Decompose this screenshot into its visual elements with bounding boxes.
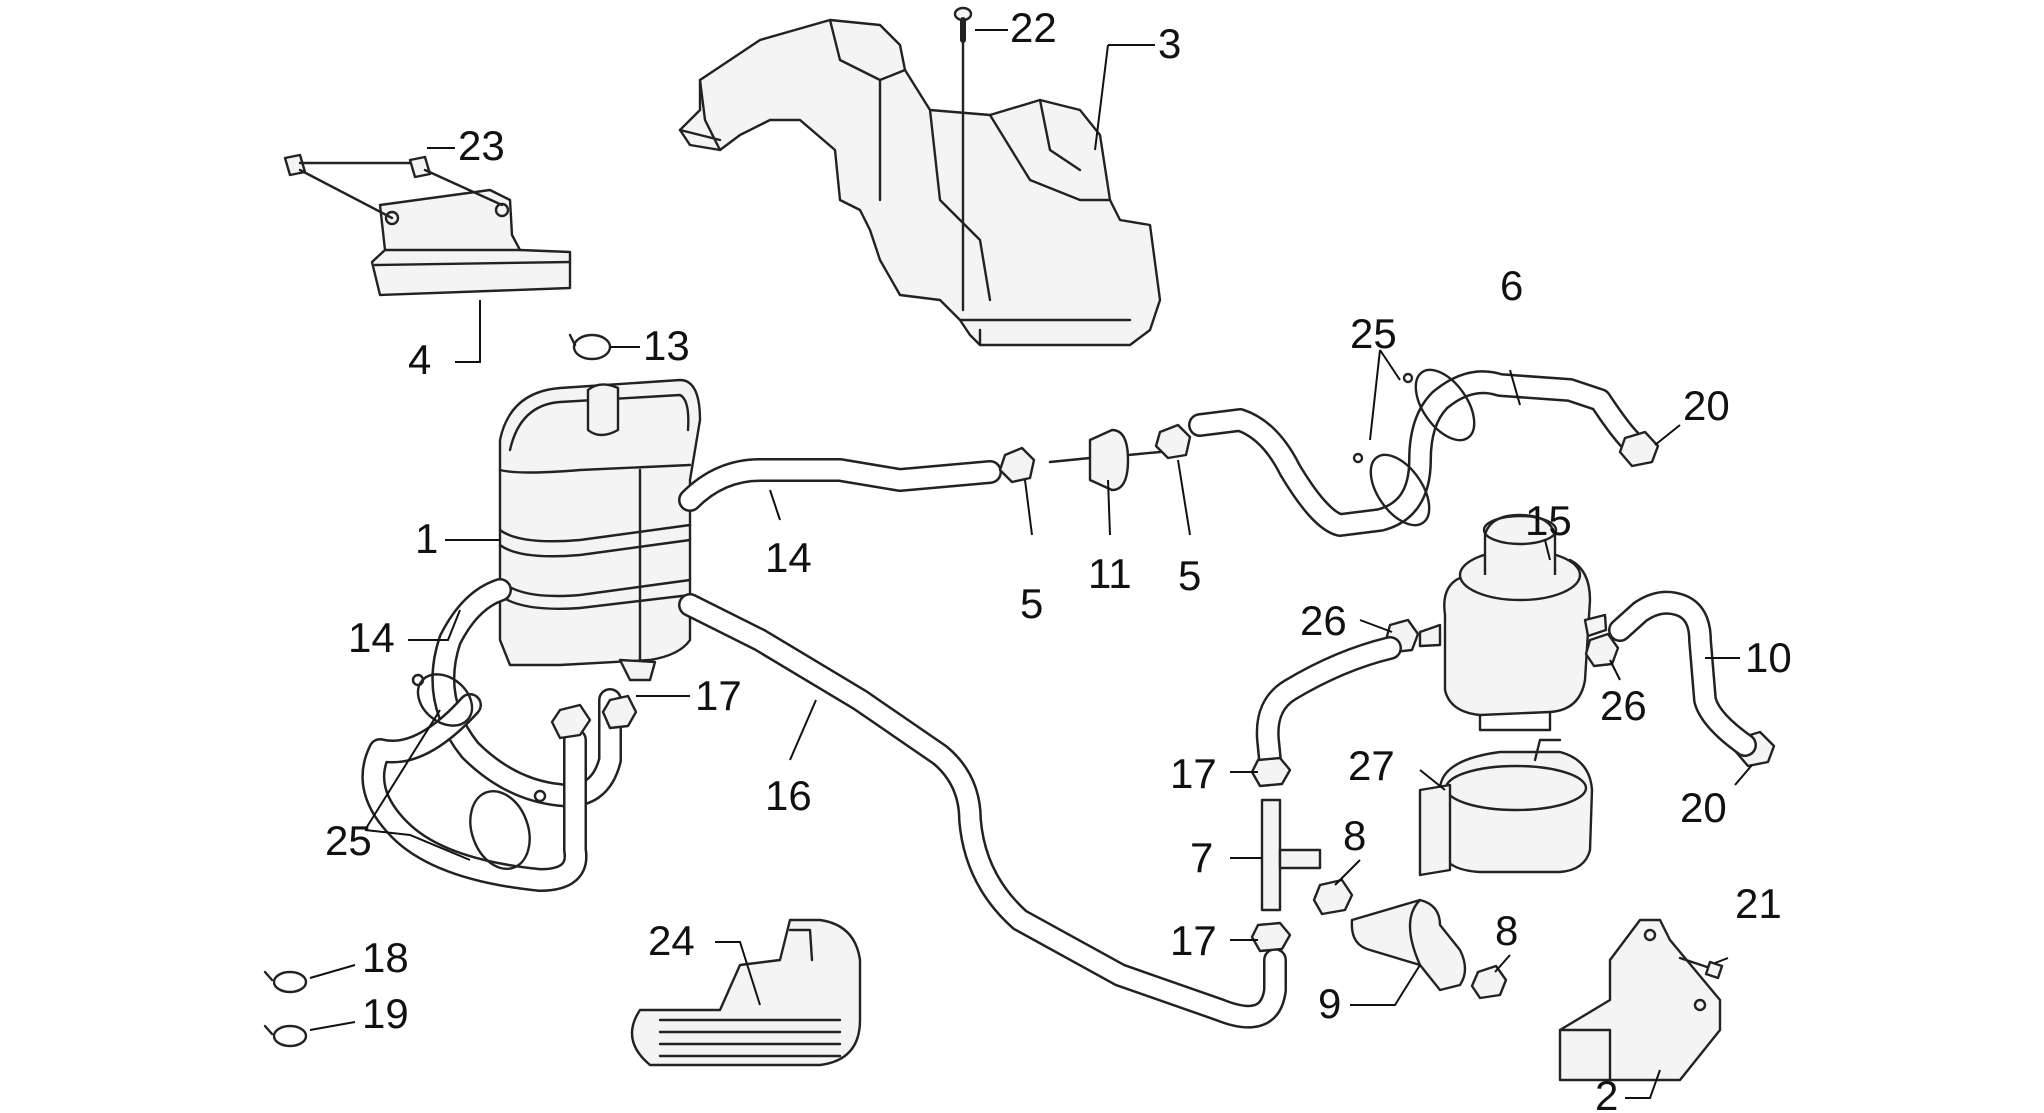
part-18-clamp [263,970,308,994]
part-4-bracket [370,188,572,297]
leader-lines [309,29,1753,1099]
callout-7: 7 [1190,834,1213,881]
part-17-clamps-right [1250,756,1292,953]
callout-24: 24 [648,917,695,964]
callout-27: 27 [1348,742,1395,789]
part-13-clamp [568,333,612,361]
part-25-clamps-right [1352,368,1476,527]
callout-14-upper: 14 [765,534,812,581]
part-1-canister [498,378,702,682]
part-3-cover-shield [678,18,1162,347]
callout-17-lower: 17 [1170,917,1217,964]
part-25-clamps-left [411,673,547,870]
callout-25-left: 25 [325,817,372,864]
hose-to-t-fitting [1255,636,1402,772]
part-6-hose [1188,370,1642,537]
callout-4: 4 [408,336,431,383]
part-23-screws [283,153,504,220]
part-17-clamps-left [550,694,638,740]
part-7-t-fitting [1260,798,1322,912]
callout-20-lower: 20 [1680,784,1727,831]
callout-5-left: 5 [1020,580,1043,627]
part-22-screw [953,6,973,312]
part-24-guide [630,918,862,1067]
callout-14-left: 14 [348,614,395,661]
callout-19: 19 [362,990,409,1037]
callout-21: 21 [1735,880,1782,927]
part-2-bracket [1558,918,1722,1082]
callout-26-left: 26 [1300,597,1347,644]
callout-1: 1 [415,515,438,562]
hoses-left [361,458,1287,1029]
callout-26-right: 26 [1600,682,1647,729]
callout-8-left: 8 [1343,812,1366,859]
part-10-hose [1608,590,1757,757]
part-15-filter [1418,513,1608,732]
callout-3: 3 [1158,20,1181,67]
callout-20-upper: 20 [1683,382,1730,429]
callout-16: 16 [765,772,812,819]
callout-2: 2 [1595,1072,1618,1113]
part-9-hose [1350,898,1467,992]
part-11-valve [1048,428,1162,492]
callout-9: 9 [1318,980,1341,1027]
callout-10: 10 [1745,634,1792,681]
callout-18: 18 [362,934,409,981]
callout-25-right: 25 [1350,310,1397,357]
part-27-holder [1418,738,1594,877]
callout-22: 22 [1010,4,1057,51]
callout-11: 11 [1088,550,1132,597]
callout-17-left: 17 [695,672,742,719]
callout-15: 15 [1525,497,1572,544]
callout-5-right: 5 [1178,552,1201,599]
callout-13: 13 [643,322,690,369]
part-21-screw [1678,956,1724,980]
callout-17-upper: 17 [1170,750,1217,797]
part-5-clamps [998,423,1192,484]
part-8-clamps [1312,878,1508,1000]
callout-23: 23 [458,122,505,169]
callout-8-right: 8 [1495,907,1518,954]
part-19-clamp [263,1024,308,1048]
callout-labels: 22 3 23 4 13 1 14 14 17 16 25 5 11 5 6 2… [325,4,1792,1113]
callout-6: 6 [1500,262,1523,309]
